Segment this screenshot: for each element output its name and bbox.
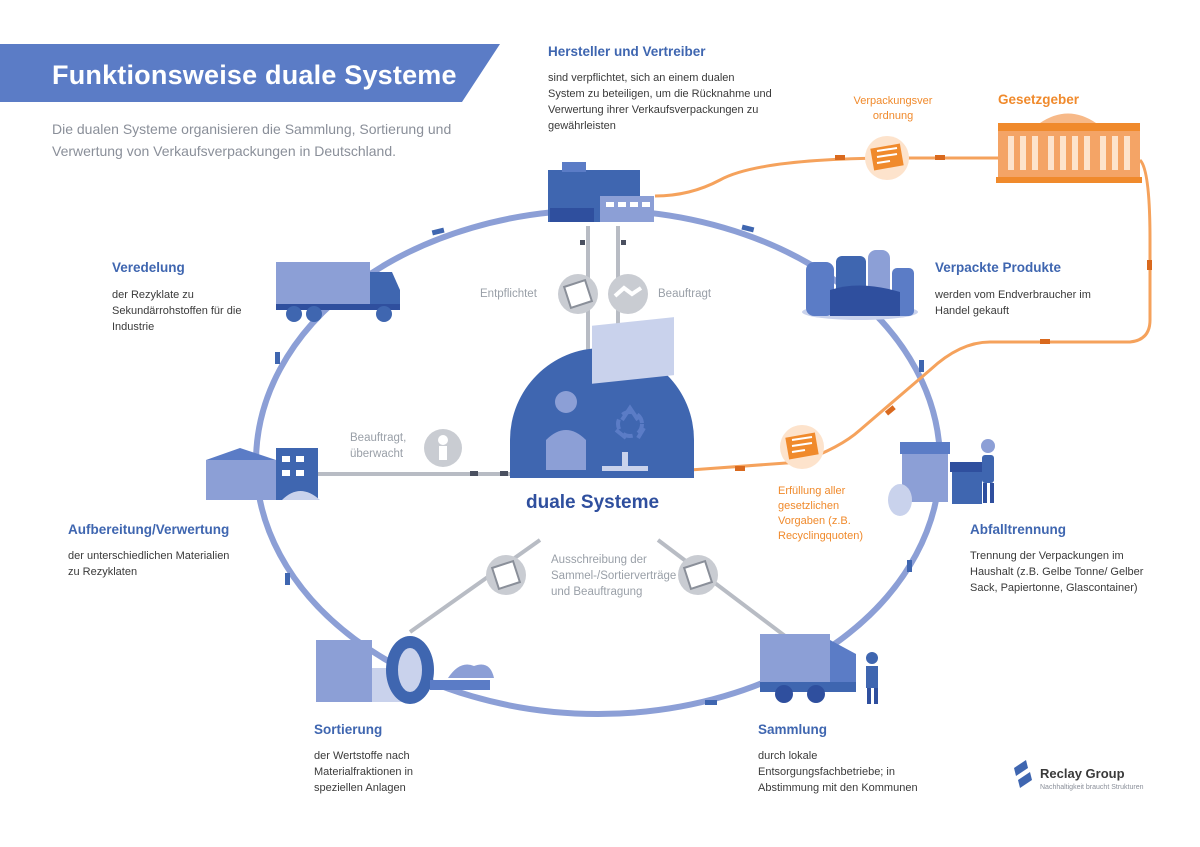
page-title: Funktionsweise duale Systeme (52, 60, 457, 90)
gesetzgeber-heading: Gesetzgeber (998, 92, 1080, 107)
waste-bins-icon (888, 442, 984, 516)
beauftragt-ueberwacht-label: Beauftragt, überwacht (350, 432, 407, 460)
delivery-truck-icon (276, 262, 400, 322)
produkte-heading: Verpackte Produkte (935, 260, 1062, 275)
person-sorting-icon (981, 439, 995, 503)
reclay-logo-icon (1014, 760, 1032, 788)
recycling-facility-icon (206, 448, 320, 500)
tender-contract-icon-right (678, 555, 718, 595)
produkte-text: werden vom Endverbraucher im Handel geka… (935, 289, 1091, 317)
regulation-document-icon (865, 136, 909, 180)
tender-contract-icon-left (486, 555, 526, 595)
sortierung-heading: Sortierung (314, 722, 383, 737)
legal-line (654, 156, 1152, 472)
aufbereitung-heading: Aufbereitung/Verwertung (68, 522, 230, 537)
dual-systems-center (510, 317, 694, 478)
center-label: duale Systeme (526, 492, 660, 513)
legal-line-arrows (735, 155, 1152, 471)
sortierung-text: der Wertstoffe nach Materialfraktionen i… (314, 750, 414, 794)
contract-icon (558, 274, 598, 314)
sammlung-heading: Sammlung (758, 722, 828, 737)
beauftragt-label: Beauftragt (658, 288, 712, 300)
veredelung-heading: Veredelung (112, 260, 185, 275)
handshake-icon (608, 274, 648, 314)
abfall-text: Trennung der Verpackungen im Haushalt (z… (970, 550, 1144, 594)
aufbereitung-text: der unterschiedlichen Materialien zu Rez… (68, 550, 230, 578)
ausschreibung-label: Ausschreibung der Sammel-/Sortierverträg… (551, 554, 677, 598)
factory-icon (548, 162, 654, 222)
packaged-products-icon (802, 250, 918, 320)
sorting-plant-icon (316, 636, 494, 704)
title-banner (0, 44, 500, 102)
inspector-icon (424, 429, 462, 467)
hersteller-heading: Hersteller und Vertreiber (548, 44, 706, 59)
veredelung-text: der Rezyklate zu Sekundärrohstoffen für … (112, 289, 242, 333)
brand-tagline: Nachhaltigkeit braucht Strukturen (1040, 784, 1144, 791)
page-subtitle: Die dualen Systeme organisieren die Samm… (52, 121, 452, 159)
hersteller-text: sind verpflichtet, sich an einem dualen … (548, 72, 772, 132)
entpflichtet-label: Entpflichtet (480, 288, 537, 300)
abfall-heading: Abfalltrennung (970, 522, 1066, 537)
parliament-building-icon (996, 113, 1142, 183)
brand-name: Reclay Group (1040, 766, 1125, 781)
verordnung-label: Verpackungsverordnung (853, 95, 933, 122)
recycling-icon (614, 404, 646, 440)
compliance-document-icon (780, 425, 824, 469)
erfuellung-label: Erfüllung aller gesetzlichen Vorgaben (z… (778, 485, 863, 542)
sammlung-text: durch lokale Entsorgungsfachbetriebe; in… (758, 750, 918, 794)
garbage-truck-icon (760, 634, 878, 704)
